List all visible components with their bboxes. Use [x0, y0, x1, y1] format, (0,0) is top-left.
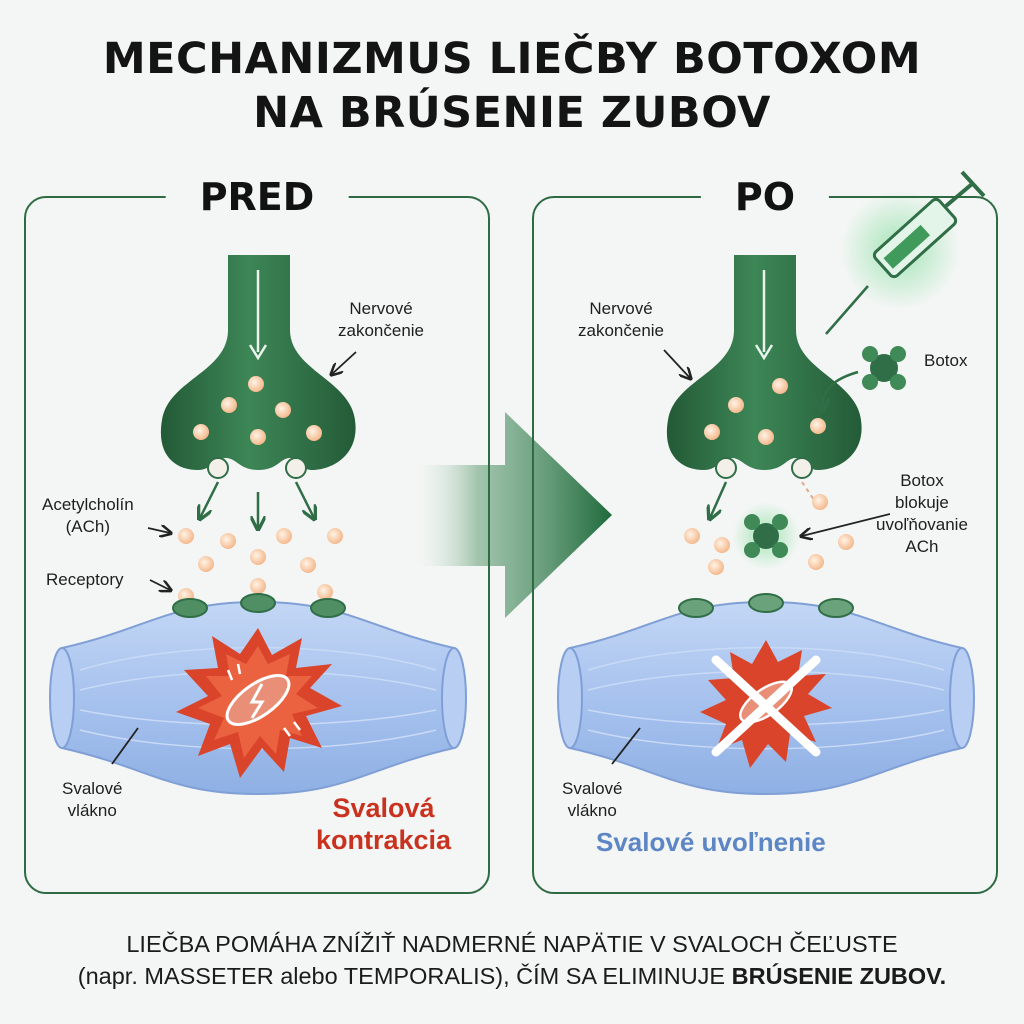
- after-result: Svalové uvoľnenie: [596, 827, 826, 857]
- footer-caption: LIEČBA POMÁHA ZNÍŽIŤ NADMERNÉ NAPÄTIE V …: [0, 928, 1024, 992]
- before-result: Svalová kontrakcia: [316, 793, 452, 855]
- after-nerve-ending: [666, 255, 862, 479]
- footer-line-2: (napr. MASSETER alebo TEMPORALIS), ČÍM S…: [77, 963, 947, 989]
- page-title: MECHANIZMUS LIEČBY BOTOXOM NA BRÚSENIE Z…: [0, 32, 1024, 140]
- before-release-arrows: [200, 481, 314, 528]
- after-heading: PO: [700, 172, 830, 222]
- after-panel: PO: [532, 172, 998, 894]
- before-vesicles: [193, 376, 322, 445]
- blocking-botox-icon: [732, 502, 800, 570]
- before-receptors: [172, 593, 346, 618]
- before-nerve-ending: [160, 255, 356, 479]
- before-nerve-label: Nervové zakončenie: [338, 299, 425, 340]
- after-pointer-lines: [611, 349, 891, 765]
- before-muscle-label: Svalové vlákno: [62, 779, 123, 820]
- transition-arrow: [405, 412, 612, 618]
- after-nerve-label: Nervové zakončenie: [578, 299, 665, 340]
- syringe-icon: [825, 170, 986, 335]
- before-pointer-lines: [111, 351, 357, 765]
- botox-molecule-icon: [822, 346, 906, 410]
- after-vesicles: [704, 378, 826, 445]
- after-release: [684, 481, 854, 575]
- after-muscle-label: Svalové vlákno: [562, 779, 623, 820]
- before-heading: PRED: [165, 172, 349, 222]
- title-line-1: MECHANIZMUS LIEČBY BOTOXOM: [102, 34, 922, 84]
- contraction-burst-icon: [176, 628, 342, 778]
- blocked-contraction-icon: [700, 640, 832, 768]
- after-receptors: [678, 593, 854, 618]
- title-line-2: NA BRÚSENIE ZUBOV: [253, 88, 771, 138]
- before-panel: PRED: [24, 172, 490, 894]
- footer-line-1: LIEČBA POMÁHA ZNÍŽIŤ NADMERNÉ NAPÄTIE V …: [126, 931, 898, 957]
- botox-label: Botox: [924, 351, 968, 370]
- before-receptors-label: Receptory: [46, 570, 124, 589]
- before-ach-label: Acetylcholín (ACh): [42, 495, 134, 536]
- botox-block-label: Botox blokuje uvoľňovanie ACh: [876, 471, 968, 556]
